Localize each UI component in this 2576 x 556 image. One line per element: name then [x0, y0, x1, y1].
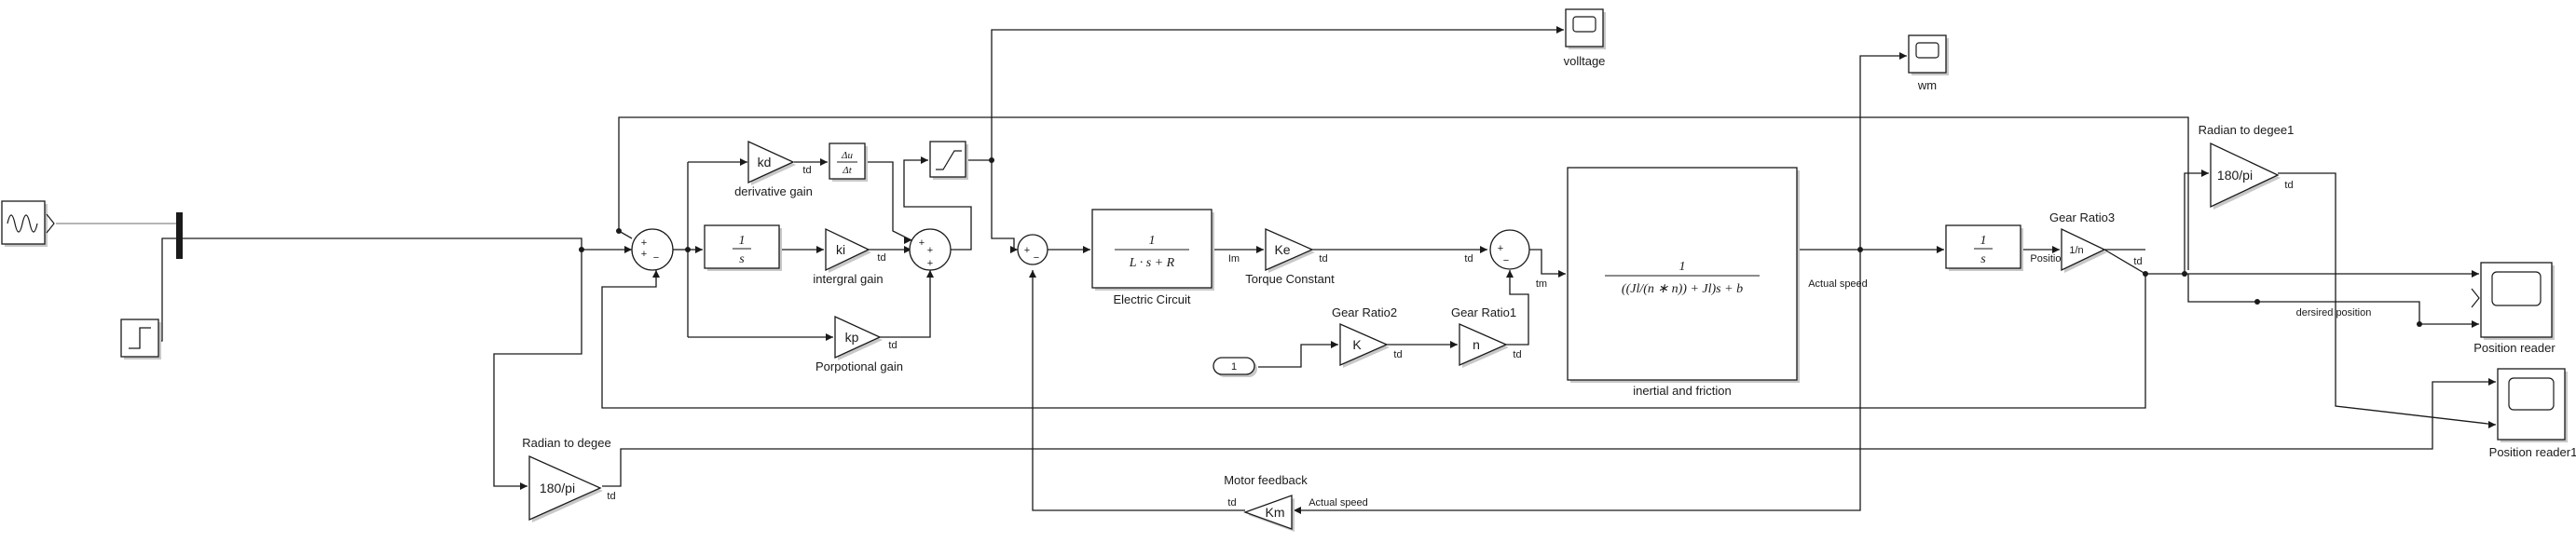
td-label-rad1: td: [2284, 180, 2293, 191]
pos-integrator-denominator: s: [1980, 252, 1986, 266]
tm-signal-label: tm: [1536, 278, 1547, 290]
svg-text:+: +: [641, 237, 647, 249]
td-label-rad: td: [607, 491, 615, 502]
svg-text:−: −: [1034, 252, 1039, 264]
position-reader1-scope[interactable]: [2497, 368, 2568, 442]
position-reader-scope[interactable]: [2471, 262, 2555, 340]
position-integrator-block[interactable]: 1 s: [1945, 224, 2023, 271]
gear-ratio1-value: n: [1473, 337, 1480, 352]
signal-wires: [56, 29, 2497, 511]
desired-position-label: dersired position: [2296, 307, 2372, 319]
gear-ratio1-block[interactable]: n: [1459, 323, 1509, 368]
circuit-denominator: L · s + R: [1129, 256, 1175, 270]
pos-integrator-numerator: 1: [1980, 234, 1987, 248]
inertia-friction-label: inertial and friction: [1633, 384, 1732, 398]
km-gain-block[interactable]: Km: [1243, 495, 1295, 532]
constant-value: 1: [1231, 361, 1237, 373]
svg-text:−: −: [1503, 255, 1509, 266]
integrator-block[interactable]: 1 s: [704, 224, 782, 271]
inertia-friction-block[interactable]: 1 ((Jl/(n ∗ n)) + Jl)s + b: [1567, 167, 1800, 383]
electric-circuit-label: Electric Circuit: [1113, 292, 1190, 306]
wm-scope[interactable]: [1908, 34, 1949, 75]
position-reader1-label: Position reader1: [2489, 445, 2576, 459]
svg-text:+: +: [641, 249, 647, 260]
radian-to-degree-label: Radian to degee: [522, 436, 610, 450]
gear-ratio1-label: Gear Ratio1: [1451, 305, 1516, 319]
gear-ratio2-label: Gear Ratio2: [1332, 305, 1397, 319]
gear-ratio3-block[interactable]: 1/n: [2061, 227, 2107, 273]
voltage-scope-label: volltage: [1564, 54, 1606, 68]
saturation-block[interactable]: [929, 141, 968, 180]
td-label-ke: td: [1319, 253, 1327, 264]
voltage-scope[interactable]: [1565, 8, 1606, 49]
ke-gain-value: Ke: [1274, 242, 1290, 257]
kp-gain-block[interactable]: kp: [834, 315, 883, 360]
derivative-block[interactable]: Δu Δt: [829, 142, 868, 182]
sum-block-error[interactable]: + + −: [631, 228, 674, 271]
kp-gain-value: kp: [845, 330, 859, 345]
proportional-gain-label: Porpotional gain: [815, 359, 903, 373]
derivative-numerator: Δu: [841, 150, 853, 161]
td-label-torque: td: [1464, 253, 1473, 264]
actual-speed-label: Actual speed: [1808, 278, 1868, 290]
inertia-denominator: ((Jl/(n ∗ n)) + Jl)s + b: [1622, 282, 1743, 296]
svg-text:+: +: [919, 237, 925, 249]
step-icon: [129, 327, 151, 349]
actual-speed-feedback-label: Actual speed: [1309, 497, 1368, 509]
ki-gain-block[interactable]: ki: [825, 227, 871, 273]
sum-block-torque[interactable]: + −: [1489, 229, 1530, 270]
signal-generator-block[interactable]: [1, 200, 55, 247]
arrowheads: [520, 26, 2496, 514]
td-label-gear3: td: [2133, 256, 2142, 267]
kd-gain-value: kd: [758, 155, 772, 170]
position-reader-label: Position reader: [2473, 341, 2555, 355]
sum-block-pid[interactable]: + + +: [909, 228, 952, 271]
radian-to-degree1-label: Radian to degee1: [2199, 123, 2295, 137]
electric-circuit-block[interactable]: 1 L · s + R: [1091, 209, 1214, 291]
svg-text:+: +: [927, 245, 933, 256]
gear-ratio2-value: K: [1352, 337, 1362, 352]
radian-to-degree1-value: 180/pi: [2217, 168, 2253, 183]
radian-to-degree1-block[interactable]: 180/pi: [2210, 142, 2281, 210]
td-label-km: td: [1227, 497, 1236, 509]
svg-text:+: +: [1024, 245, 1030, 256]
integrator-numerator: 1: [739, 234, 746, 248]
inertia-numerator: 1: [1679, 260, 1686, 274]
wm-scope-label: wm: [1917, 78, 1937, 92]
radian-to-degree-block[interactable]: 180/pi: [528, 454, 603, 522]
im-signal-label: Im: [1228, 253, 1240, 264]
torque-constant-label: Torque Constant: [1245, 272, 1335, 286]
svg-text:+: +: [1498, 243, 1503, 254]
kd-gain-block[interactable]: kd: [747, 140, 796, 185]
td-label-ki: td: [877, 252, 885, 264]
gear-ratio2-block[interactable]: K: [1339, 323, 1390, 368]
integrator-denominator: s: [739, 252, 745, 266]
gear-ratio3-label: Gear Ratio3: [2049, 210, 2115, 224]
integral-gain-label: intergral gain: [813, 272, 883, 286]
svg-text:+: +: [927, 258, 933, 269]
td-label-kd: td: [802, 165, 811, 176]
motor-feedback-label: Motor feedback: [1224, 473, 1308, 487]
derivative-gain-label: derivative gain: [734, 184, 813, 198]
km-gain-value: Km: [1266, 505, 1285, 520]
circuit-numerator: 1: [1149, 234, 1156, 248]
td-label-gear1: td: [1513, 349, 1521, 360]
signal-wave-icon: [7, 214, 38, 233]
constant-block[interactable]: 1: [1213, 357, 1257, 377]
td-label-gear2: td: [1393, 349, 1402, 360]
ki-gain-value: ki: [836, 242, 845, 257]
gear-ratio3-value: 1/n: [2069, 245, 2083, 256]
svg-text:−: −: [653, 252, 659, 264]
sum-block-voltage[interactable]: + −: [1017, 234, 1048, 265]
derivative-denominator: Δt: [842, 165, 852, 176]
td-label-kp: td: [888, 340, 897, 351]
radian-to-degree-value: 180/pi: [540, 481, 575, 495]
position-signal-label: Position: [2030, 253, 2066, 264]
mux-block[interactable]: [176, 212, 183, 259]
step-block[interactable]: [120, 319, 161, 359]
saturation-icon: [936, 150, 962, 170]
ke-gain-block[interactable]: Ke: [1265, 228, 1315, 273]
